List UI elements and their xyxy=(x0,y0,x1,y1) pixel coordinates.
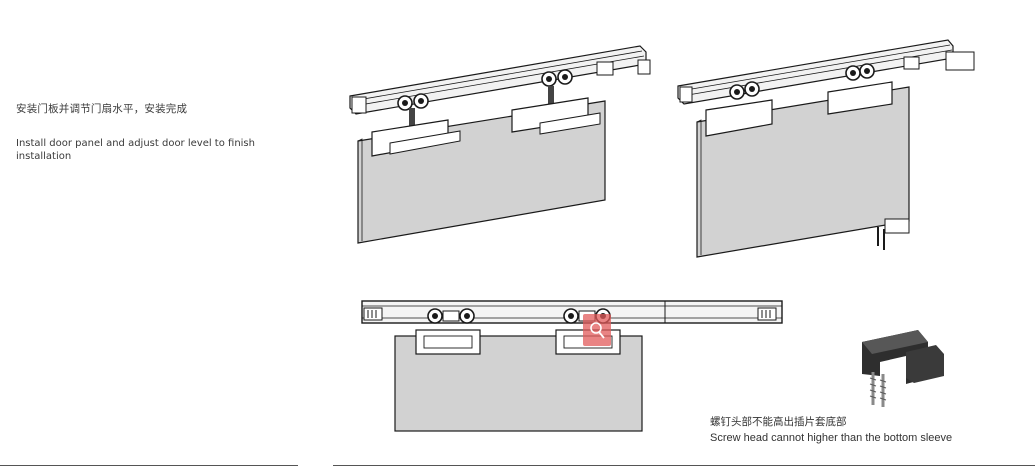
roller-icon xyxy=(859,63,875,79)
floor-guide xyxy=(884,218,910,234)
sleeve-screw-illustration xyxy=(862,330,944,407)
magnifier-icon xyxy=(590,322,602,334)
roller-icon xyxy=(845,65,861,81)
instruction-chinese: 安装门板并调节门扇水平，安装完成 xyxy=(16,103,188,115)
door-illustration-front xyxy=(361,300,783,432)
roller-icon xyxy=(397,95,413,111)
footer-rule-left xyxy=(0,465,298,466)
roller-icon xyxy=(563,308,579,324)
end-stop-front-right xyxy=(757,307,777,321)
roller-icon xyxy=(413,93,429,109)
screw-note-english: Screw head cannot higher than the bottom… xyxy=(710,432,953,444)
screw-note-chinese: 螺钉头部不能高出插片套底部 xyxy=(710,416,847,428)
roller-icon xyxy=(729,84,745,100)
roller-icon xyxy=(459,308,475,324)
rail-right xyxy=(677,39,954,105)
end-stop-left-a xyxy=(351,96,367,114)
adjust-highlight xyxy=(583,314,611,346)
screw-note: 螺钉头部不能高出插片套底部 Screw head cannot higher t… xyxy=(710,414,952,446)
end-stop-front-left xyxy=(363,307,383,321)
roller-icon xyxy=(541,71,557,87)
instruction-english: Install door panel and adjust door level… xyxy=(16,138,255,162)
door-illustration-left xyxy=(349,45,651,244)
roller-icon xyxy=(427,308,443,324)
door-illustration-right xyxy=(677,39,975,258)
footer-rule-right xyxy=(333,465,1035,466)
roller-icon xyxy=(557,69,573,85)
roller-icon xyxy=(744,81,760,97)
end-stop-left-b xyxy=(596,61,614,76)
